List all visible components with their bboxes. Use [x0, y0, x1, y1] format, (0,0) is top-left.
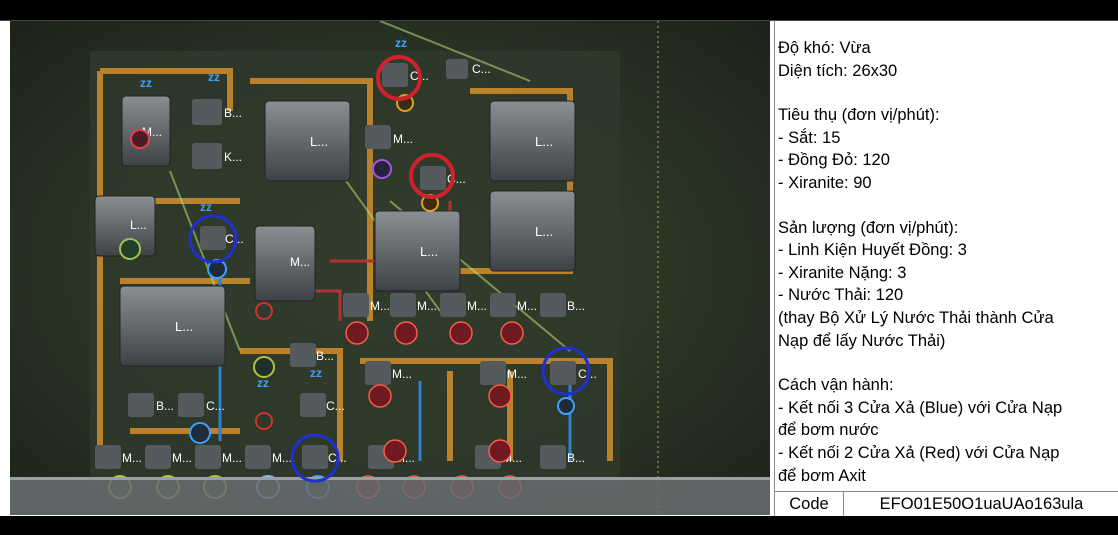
operation-step: để bơm Axit: [778, 466, 866, 485]
svg-text:M...: M...: [467, 299, 487, 313]
svg-text:L...: L...: [175, 319, 193, 334]
output-note: (thay Bộ Xử Lý Nước Thải thành Cửa: [778, 308, 1054, 327]
bottom-black-bar: [0, 516, 1118, 535]
factory-map[interactable]: L... L... L... L... L... L... M... M... …: [10, 21, 770, 515]
area: Diện tích: 26x30: [778, 61, 898, 80]
consumption-item: - Xiranite: 90: [778, 173, 872, 192]
building-b-mid[interactable]: B...: [290, 343, 334, 367]
svg-text:zz: zz: [395, 36, 407, 50]
blueprint-info: Độ khó: Vừa Diện tích: 26x30 Tiêu thụ (đ…: [774, 21, 1118, 491]
svg-text:B...: B...: [567, 451, 585, 465]
svg-text:K...: K...: [224, 150, 242, 164]
building-c-top2[interactable]: C...: [446, 59, 491, 79]
building-m-mid3[interactable]: M...: [480, 361, 527, 385]
building-m-bot3[interactable]: M...: [195, 445, 242, 469]
operation-step: để bơm nước: [778, 421, 879, 440]
output-item: - Linh Kiện Huyết Đồng: 3: [778, 241, 967, 260]
svg-text:M...: M...: [392, 367, 412, 381]
code-row: Code EFO01E50O1uaUAo163ula: [774, 491, 1118, 517]
building-m-mid[interactable]: M...: [365, 125, 413, 149]
blue-outlet-ring-1[interactable]: [188, 214, 238, 264]
svg-text:M...: M...: [507, 367, 527, 381]
machine-large-1[interactable]: L...: [264, 100, 351, 182]
svg-text:L...: L...: [310, 134, 328, 149]
svg-text:M...: M...: [290, 255, 310, 269]
consumption-item: - Sắt: 15: [778, 128, 841, 147]
consumption-item: - Đồng Đỏ: 120: [778, 151, 890, 170]
svg-text:L...: L...: [130, 218, 147, 232]
building-b-row1[interactable]: B...: [540, 293, 585, 317]
svg-text:M...: M...: [370, 299, 390, 313]
svg-text:M...: M...: [417, 299, 437, 313]
output-note: Nạp để lấy Nước Thải): [778, 331, 946, 350]
bottom-wall: [10, 477, 770, 515]
svg-text:M...: M...: [222, 451, 242, 465]
svg-text:M...: M...: [517, 299, 537, 313]
building-m-row1d[interactable]: M...: [490, 293, 537, 317]
building-c-blue[interactable]: C...: [200, 226, 244, 250]
blue-outlet-ring-3[interactable]: [290, 433, 340, 483]
svg-text:zz: zz: [140, 76, 152, 90]
svg-text:C...: C...: [225, 232, 244, 246]
building-m-row1b[interactable]: M...: [390, 293, 437, 317]
building-c-left[interactable]: C...: [178, 393, 225, 417]
red-outlet-ring-2[interactable]: [409, 153, 455, 199]
svg-text:C...: C...: [206, 399, 225, 413]
svg-text:C...: C...: [326, 399, 345, 413]
svg-text:B...: B...: [224, 106, 242, 120]
building-c-top[interactable]: C...: [382, 63, 429, 87]
building-m-row1c[interactable]: M...: [440, 293, 487, 317]
sleep-indicators: zz zz zz zz zz zz: [140, 36, 407, 390]
svg-text:zz: zz: [200, 200, 212, 214]
blueprint-code[interactable]: EFO01E50O1uaUAo163ula: [879, 495, 1084, 513]
building-m-bot1[interactable]: M...: [95, 445, 142, 469]
machine-large-3[interactable]: L...: [489, 190, 576, 272]
svg-text:L...: L...: [535, 134, 553, 149]
svg-text:zz: zz: [310, 366, 322, 380]
machine-large-2[interactable]: L...: [489, 100, 576, 182]
building-b-top[interactable]: B...: [192, 99, 242, 125]
output-item: - Nước Thải: 120: [778, 286, 904, 305]
svg-text:M...: M...: [272, 451, 292, 465]
svg-text:M...: M...: [393, 132, 413, 146]
operation-step: - Kết nối 2 Cửa Xả (Red) với Cửa Nạp: [778, 443, 1060, 462]
machine-medium-2[interactable]: M...: [254, 225, 316, 302]
resource-nodes: [119, 94, 575, 444]
svg-text:M...: M...: [122, 451, 142, 465]
svg-text:B...: B...: [567, 299, 585, 313]
svg-text:L...: L...: [420, 244, 438, 259]
building-m-row1a[interactable]: M...: [343, 293, 390, 317]
bottom-wall-edge: [10, 477, 770, 480]
svg-text:zz: zz: [257, 376, 269, 390]
top-black-bar: [0, 0, 1118, 20]
building-m-bot2[interactable]: M...: [145, 445, 192, 469]
svg-text:C...: C...: [472, 62, 491, 76]
operation-title: Cách vận hành:: [778, 376, 894, 395]
machine-medium-1[interactable]: L...: [94, 195, 156, 257]
difficulty: Độ khó: Vừa: [778, 39, 871, 57]
machine-large-5[interactable]: L...: [119, 285, 226, 367]
building-c-mid3[interactable]: C...: [300, 393, 345, 417]
svg-text:M...: M...: [172, 451, 192, 465]
machine-large-4[interactable]: L...: [374, 210, 461, 292]
building-b-bot[interactable]: B...: [540, 445, 585, 469]
blue-outlet-ring-2[interactable]: [541, 346, 591, 396]
output-title: Sản lượng (đơn vị/phút):: [778, 218, 959, 237]
code-label: Code: [775, 492, 844, 517]
svg-text:B...: B...: [316, 349, 334, 363]
building-b-left[interactable]: B...: [128, 393, 174, 417]
building-k[interactable]: K...: [192, 143, 242, 169]
red-outlet-ring-1[interactable]: [376, 55, 422, 101]
operation-step: - Kết nối 3 Cửa Xả (Blue) với Cửa Nạp: [778, 398, 1063, 417]
building-m-bot4[interactable]: M...: [245, 445, 292, 469]
svg-text:B...: B...: [156, 399, 174, 413]
svg-text:L...: L...: [535, 224, 553, 239]
output-item: - Xiranite Nặng: 3: [778, 263, 907, 282]
svg-text:zz: zz: [208, 70, 220, 84]
building-m-mid2[interactable]: M...: [365, 361, 412, 385]
consumption-title: Tiêu thụ (đơn vị/phút):: [778, 106, 940, 125]
